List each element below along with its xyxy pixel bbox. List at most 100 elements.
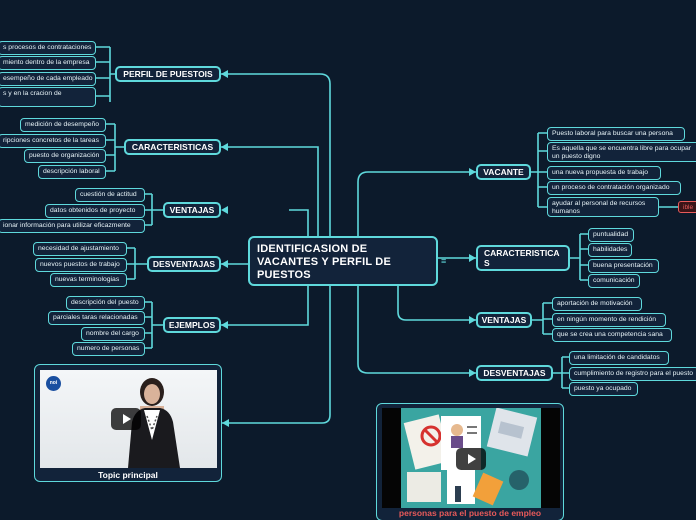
play-button[interactable] [456, 448, 486, 470]
topic-ventajas-right[interactable]: VENTAJAS [476, 312, 532, 328]
subtopic-label: en ningún momento de rendición [557, 316, 656, 323]
play-button[interactable] [111, 408, 141, 430]
topic-desventajas-right[interactable]: DESVENTAJAS [476, 365, 553, 381]
subtopic-item[interactable]: ayudar al personal de recursos humanos [547, 197, 659, 217]
subtopic-label: esempeño de cada empleado [3, 75, 93, 82]
subtopic-item[interactable]: ripciones concretos de la tareas [0, 134, 106, 148]
subtopic-item[interactable]: ionar información para utilizar eficazme… [0, 219, 145, 233]
video-thumbnail[interactable] [382, 408, 560, 508]
subtopic-label: un proceso de contratación organizado [552, 184, 670, 191]
subtopic-label: puesto de organización [29, 152, 100, 159]
subtopic-label: una nueva propuesta de trabajo [552, 169, 648, 176]
subtopic-item[interactable]: esempeño de cada empleado [0, 72, 96, 86]
subtopic-label: ripciones concretos de la tareas [3, 137, 99, 144]
video-card-topic-principal[interactable]: noi Topic principal [34, 364, 222, 482]
subtopic-label: aportación de motivación [557, 300, 633, 307]
subtopic-label: nombre del cargo [86, 330, 139, 337]
subtopic-label: que se crea una competencia sana [557, 331, 663, 338]
presenter-figure [128, 378, 180, 468]
subtopic-label: cuestión de actitud [80, 191, 137, 198]
subtopic-item[interactable]: habilidades [588, 243, 632, 257]
notification-badge[interactable]: ible [678, 201, 696, 213]
video-card-personas[interactable]: personas para el puesto de empleo [376, 403, 564, 520]
subtopic-label: habilidades [593, 246, 628, 253]
subtopic-item[interactable]: puntualidad [588, 228, 634, 242]
topic-perfil-de-puestos[interactable]: PERFIL DE PUESTOIS [115, 66, 221, 82]
topic-label: CARACTERISTICAS [484, 248, 560, 268]
subtopic-item[interactable]: buena presentación [588, 259, 659, 273]
topic-vacante[interactable]: VACANTE [476, 164, 531, 180]
caption-text: Topic principal [98, 470, 158, 480]
topic-label: DESVENTAJAS [483, 368, 546, 378]
subtopic-item[interactable]: una nueva propuesta de trabajo [547, 166, 661, 180]
subtopic-item[interactable]: aportación de motivación [552, 297, 642, 311]
subtopic-item[interactable]: puesto de organización [24, 149, 106, 163]
subtopic-label: Es aquella que se encuentra libre para o… [552, 145, 692, 160]
subtopic-label: numero de personas [77, 345, 140, 352]
subtopic-label: necesidad de ajustamiento [38, 245, 119, 252]
subtopic-item[interactable]: medición de desempeño [20, 118, 106, 132]
subtopic-label: una limitación de candidatos [574, 354, 660, 361]
subtopic-item[interactable]: Puesto laboral para buscar una persona [547, 127, 685, 141]
topic-label: VENTAJAS [169, 205, 215, 215]
subtopic-label: medición de desempeño [25, 121, 100, 128]
subtopic-item[interactable]: miento dentro de la empresa [0, 56, 96, 70]
subtopic-label: comunicación [593, 277, 635, 284]
subtopic-label: miento dentro de la empresa [3, 59, 90, 66]
topic-desventajas-left[interactable]: DESVENTAJAS [147, 256, 221, 272]
subtopic-label: descripción del puesto [71, 299, 139, 306]
topic-caracteristicas-left[interactable]: CARACTERISTICAS [124, 139, 221, 155]
topic-ventajas-left[interactable]: VENTAJAS [163, 202, 221, 218]
subtopic-label: ayudar al personal de recursos humanos [552, 200, 646, 215]
subtopic-item[interactable]: nuevos puestos de trabajo [35, 258, 127, 272]
topic-label: VACANTE [483, 167, 524, 177]
topic-label: PERFIL DE PUESTOIS [123, 69, 213, 79]
subtopic-item[interactable]: numero de personas [72, 342, 145, 356]
topic-caracteristicas-right[interactable]: CARACTERISTICAS [476, 245, 570, 271]
channel-logo: noi [46, 376, 61, 391]
subtopic-item[interactable]: datos obtenidos de proyecto [45, 204, 145, 218]
subtopic-item[interactable]: puesto ya ocupado [569, 382, 638, 396]
subtopic-label: nuevas terminologias [55, 276, 120, 283]
topic-label: DESVENTAJAS [152, 259, 216, 269]
topic-label: VENTAJAS [481, 315, 527, 325]
subtopic-label: buena presentación [593, 262, 653, 269]
subtopic-label: s y en la cracion de [3, 90, 62, 97]
subtopic-label: descripción laboral [43, 168, 100, 175]
subtopic-item[interactable]: s y en la cracion de [0, 87, 96, 107]
subtopic-item[interactable]: en ningún momento de rendición [552, 313, 666, 327]
subtopic-label: cumplimiento de registro para el puesto [574, 370, 694, 377]
video-thumbnail[interactable]: noi [40, 370, 217, 468]
subtopic-item[interactable]: Es aquella que se encuentra libre para o… [547, 142, 696, 162]
subtopic-item[interactable]: parciales taras relacionadas [48, 311, 145, 325]
topic-label: CARACTERISTICAS [131, 142, 214, 152]
subtopic-label: s procesos de contrataciones [3, 44, 92, 51]
subtopic-label: nuevos puestos de trabajo [40, 261, 120, 268]
subtopic-label: puesto ya ocupado [574, 385, 632, 392]
subtopic-item[interactable]: un proceso de contratación organizado [547, 181, 681, 195]
subtopic-item[interactable]: cuestión de actitud [75, 188, 145, 202]
subtopic-item[interactable]: que se crea una competencia sana [552, 328, 672, 342]
video-caption: personas para el puesto de empleo [377, 508, 563, 518]
subtopic-item[interactable]: descripción laboral [38, 165, 106, 179]
subtopic-item[interactable]: cumplimiento de registro para el puesto [569, 367, 696, 381]
topic-label: EJEMPLOS [168, 320, 216, 330]
subtopic-item[interactable]: una limitación de candidatos [569, 351, 669, 365]
central-topic[interactable]: IDENTIFICASION DE VACANTES Y PERFIL DE P… [248, 236, 438, 286]
note-icon[interactable]: ≡ [441, 256, 447, 266]
central-topic-title: IDENTIFICASION DE VACANTES Y PERFIL DE P… [257, 243, 391, 281]
topic-ejemplos[interactable]: EJEMPLOS [163, 317, 221, 333]
subtopic-item[interactable]: descripción del puesto [66, 296, 145, 310]
subtopic-label: parciales taras relacionadas [53, 314, 138, 321]
subtopic-item[interactable]: nuevas terminologias [50, 273, 127, 287]
subtopic-item[interactable]: necesidad de ajustamiento [33, 242, 127, 256]
logo-text: noi [49, 380, 58, 386]
subtopic-label: Puesto laboral para buscar una persona [552, 130, 673, 137]
subtopic-item[interactable]: comunicación [588, 274, 640, 288]
subtopic-item[interactable]: s procesos de contrataciones [0, 41, 96, 55]
subtopic-item[interactable]: nombre del cargo [81, 327, 145, 341]
badge-label: ible [683, 204, 694, 211]
subtopic-label: puntualidad [593, 231, 629, 238]
